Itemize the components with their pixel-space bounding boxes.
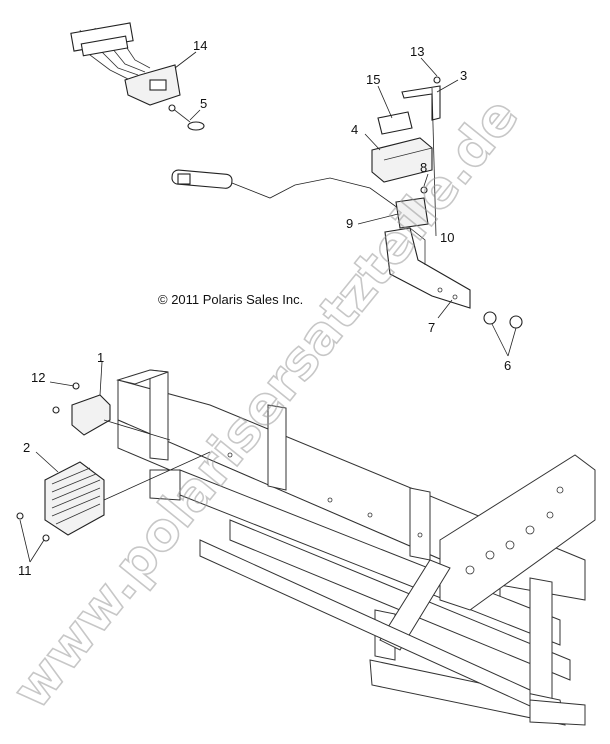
callout-15: 15: [366, 72, 380, 87]
part-6-grommets: [483, 311, 523, 329]
part-15-label: [377, 111, 413, 135]
chassis-frame: [116, 369, 596, 726]
part-11-screw-b: [42, 534, 50, 542]
callout-12: 12: [31, 370, 45, 385]
part-3-bracket: [401, 85, 441, 121]
leader-lines: [19, 51, 517, 563]
part-7-bracket: [384, 227, 471, 309]
callout-5: 5: [200, 96, 207, 111]
callout-11: 11: [18, 563, 32, 578]
part-8-screw: [420, 186, 428, 194]
callout-2: 2: [23, 440, 30, 455]
callout-3: 3: [460, 68, 467, 83]
callout-6: 6: [504, 358, 511, 373]
part-1-box: [71, 394, 111, 436]
part-2-regulator: [44, 461, 105, 536]
callout-9: 9: [346, 216, 353, 231]
callout-4: 4: [351, 122, 358, 137]
part-12-screw-b: [52, 406, 60, 414]
callout-7: 7: [428, 320, 435, 335]
copyright-text: © 2011 Polaris Sales Inc.: [158, 292, 303, 307]
callout-8: 8: [420, 160, 427, 175]
callout-10: 10: [440, 230, 454, 245]
callout-1: 1: [97, 350, 104, 365]
callout-13: 13: [410, 44, 424, 59]
part-4-module: [371, 137, 433, 183]
part-9-cable: [171, 169, 429, 229]
part-13-screw: [433, 76, 441, 84]
callout-14: 14: [193, 38, 207, 53]
part-14-wiring-connector: [70, 22, 181, 106]
part-5-pin: [168, 104, 205, 131]
part-11-screw: [16, 512, 24, 520]
